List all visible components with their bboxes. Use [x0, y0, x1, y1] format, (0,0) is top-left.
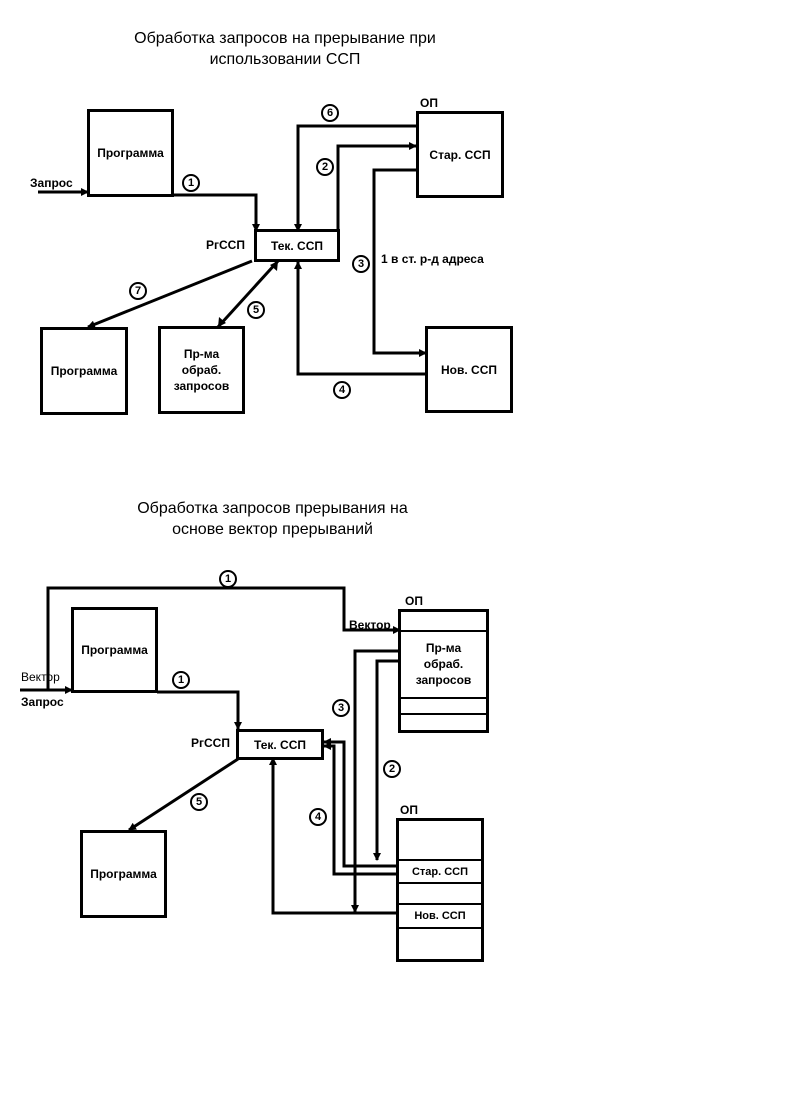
- diagram1-title: Обработка запросов на прерывание при исп…: [100, 28, 470, 70]
- d2-step4b-line: [323, 738, 398, 868]
- d2-memory-divider: [401, 630, 486, 632]
- d2-step4a-line: [323, 742, 398, 876]
- d2-register-label: РгССП: [191, 736, 230, 750]
- d1-request-label: Запрос: [30, 176, 73, 190]
- d1-current-psw-box: Тек. ССП: [254, 229, 340, 262]
- d2-step2-line: [373, 659, 401, 861]
- d2-step-marker: 1: [172, 671, 190, 689]
- d2-memory-divider: [399, 859, 481, 861]
- d1-step-marker: 7: [129, 282, 147, 300]
- d1-step6-line: [294, 124, 418, 232]
- d1-new-psw-box: Нов. ССП: [425, 326, 513, 413]
- d2-handler-line2: обраб.: [423, 657, 464, 671]
- d2-program-box: Программа: [71, 607, 158, 693]
- diagram2-title: Обработка запросов прерывания на основе …: [105, 498, 440, 540]
- d2-step5-line: [128, 757, 239, 832]
- d1-program-box: Программа: [87, 109, 174, 197]
- d1-step3-line: [372, 168, 427, 357]
- d1-step-marker: 3: [352, 255, 370, 273]
- d1-step-marker: 1: [182, 174, 200, 192]
- d2-memory-divider: [401, 697, 486, 699]
- d1-step2-line: [336, 142, 417, 232]
- d1-step-marker: 4: [333, 381, 351, 399]
- d1-program-bottom-box: Программа: [40, 327, 128, 415]
- d2-vector-label: Вектор: [21, 670, 60, 684]
- d2-handler-text: Пр-ма обраб. запросов: [401, 640, 486, 688]
- d1-step-marker: 6: [321, 104, 339, 122]
- d2-memory-divider: [399, 903, 481, 905]
- d2-old-psw-cell: Стар. ССП: [411, 866, 469, 878]
- d2-memory-label-bottom: ОП: [400, 803, 418, 817]
- d1-handler-line3: запросов: [173, 379, 230, 393]
- d2-step3-line: [351, 649, 401, 913]
- d2-memory-divider: [401, 713, 486, 715]
- diagram1-title-line1: Обработка запросов на прерывание при: [134, 30, 436, 47]
- d2-new-psw-cell: Нов. ССП: [414, 910, 466, 922]
- d2-current-psw-box: Тек. ССП: [236, 729, 324, 760]
- d2-step1-line: [157, 690, 242, 730]
- diagram2-title-line2: основе вектор прерываний: [172, 521, 373, 538]
- d1-handler-line2: обраб.: [181, 363, 222, 377]
- d2-memory-divider: [399, 882, 481, 884]
- d2-memory-block-top: Пр-ма обраб. запросов: [398, 609, 489, 733]
- d1-address-note: 1 в ст. р-д адреса: [381, 252, 484, 266]
- d2-memory-block-bottom: Стар. ССП Нов. ССП: [396, 818, 484, 962]
- d2-step-marker: 2: [383, 760, 401, 778]
- diagram1-title-line2: использовании ССП: [209, 51, 361, 68]
- d1-step-marker: 2: [316, 158, 334, 176]
- d1-step7-line: [87, 259, 253, 329]
- d1-step1-line: [172, 193, 260, 232]
- d1-handler-line1: Пр-ма: [183, 347, 220, 361]
- d2-step1-vector-line: [46, 586, 401, 690]
- d1-old-psw-box: Стар. ССП: [416, 111, 504, 198]
- d2-vector-top-label: Вектор: [349, 618, 391, 632]
- d2-new-psw-line: [269, 757, 398, 915]
- d2-step-marker: 3: [332, 699, 350, 717]
- d2-program-bottom-box: Программа: [80, 830, 167, 918]
- d2-step-marker: 1: [219, 570, 237, 588]
- d2-handler-line1: Пр-ма: [425, 641, 462, 655]
- d1-step-marker: 5: [247, 301, 265, 319]
- d1-step4-line: [294, 261, 426, 376]
- d2-request-label: Запрос: [21, 695, 64, 709]
- diagram2-title-line1: Обработка запросов прерывания на: [137, 500, 408, 517]
- d1-memory-label: ОП: [420, 96, 438, 110]
- d2-memory-label-top: ОП: [405, 594, 423, 608]
- d2-memory-divider: [399, 927, 481, 929]
- d2-step-marker: 5: [190, 793, 208, 811]
- d1-register-label: РгССП: [206, 238, 245, 252]
- d2-step-marker: 4: [309, 808, 327, 826]
- d1-step5-line: [216, 259, 280, 329]
- d2-handler-line3: запросов: [415, 673, 472, 687]
- d1-handler-box: Пр-ма обраб. запросов: [158, 326, 245, 414]
